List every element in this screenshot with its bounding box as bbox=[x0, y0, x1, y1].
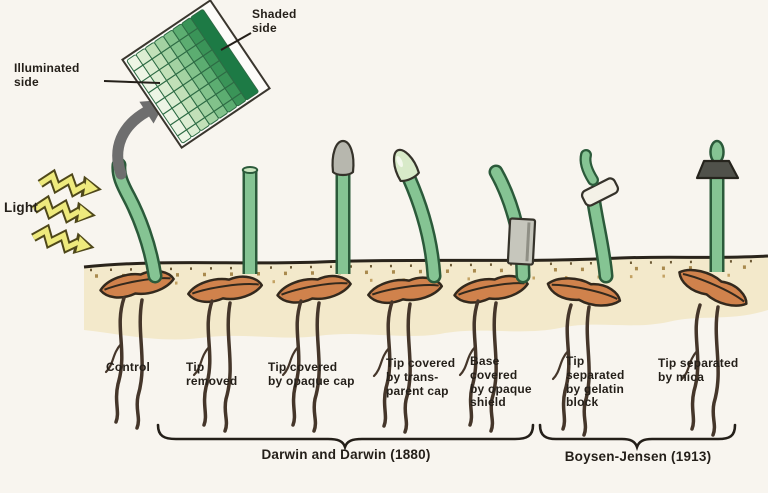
illuminated-side-leader-line bbox=[103, 80, 161, 84]
label-illuminated-side: Illuminated side bbox=[14, 61, 80, 89]
seedling-gelatin-block bbox=[579, 149, 620, 284]
seedling-mica bbox=[695, 139, 740, 272]
seedling-control bbox=[111, 157, 163, 284]
label-mica: Tip separated by mica bbox=[658, 356, 739, 384]
cut-tip-rim bbox=[241, 166, 259, 174]
transparent-cap bbox=[392, 148, 421, 183]
shaded-side-leader-line bbox=[220, 32, 252, 51]
label-darwin-group: Darwin and Darwin (1880) bbox=[261, 447, 431, 462]
shaded-side-band bbox=[190, 9, 259, 101]
seedling-tip-removed bbox=[241, 166, 259, 274]
seedling-opaque-cap bbox=[331, 139, 355, 274]
opaque-cap bbox=[331, 139, 355, 177]
label-shaded-side: Shaded side bbox=[252, 7, 297, 35]
seedling-transparent-cap bbox=[392, 148, 442, 284]
label-gelatin-block: Tip separated by gelatin block bbox=[566, 354, 625, 410]
separated-tip bbox=[709, 139, 725, 165]
label-opaque-shield: Base covered by opaque shield bbox=[470, 354, 532, 410]
darwin-bracket bbox=[156, 423, 535, 452]
light-ray-icons bbox=[32, 169, 104, 258]
opaque-shield bbox=[506, 217, 537, 266]
label-opaque-cap: Tip covered by opaque cap bbox=[268, 360, 355, 388]
label-tip-removed: Tip removed bbox=[186, 360, 238, 388]
mica-sheet bbox=[695, 159, 740, 180]
seedling-opaque-shield bbox=[488, 164, 537, 284]
label-boysen-group: Boysen-Jensen (1913) bbox=[564, 449, 712, 464]
cross-section-inset bbox=[121, 0, 271, 149]
boysen-bracket bbox=[538, 423, 737, 452]
label-transparent-cap: Tip covered by trans- parent cap bbox=[386, 356, 456, 398]
label-light: Light bbox=[4, 200, 38, 215]
label-control: Control bbox=[106, 360, 151, 374]
